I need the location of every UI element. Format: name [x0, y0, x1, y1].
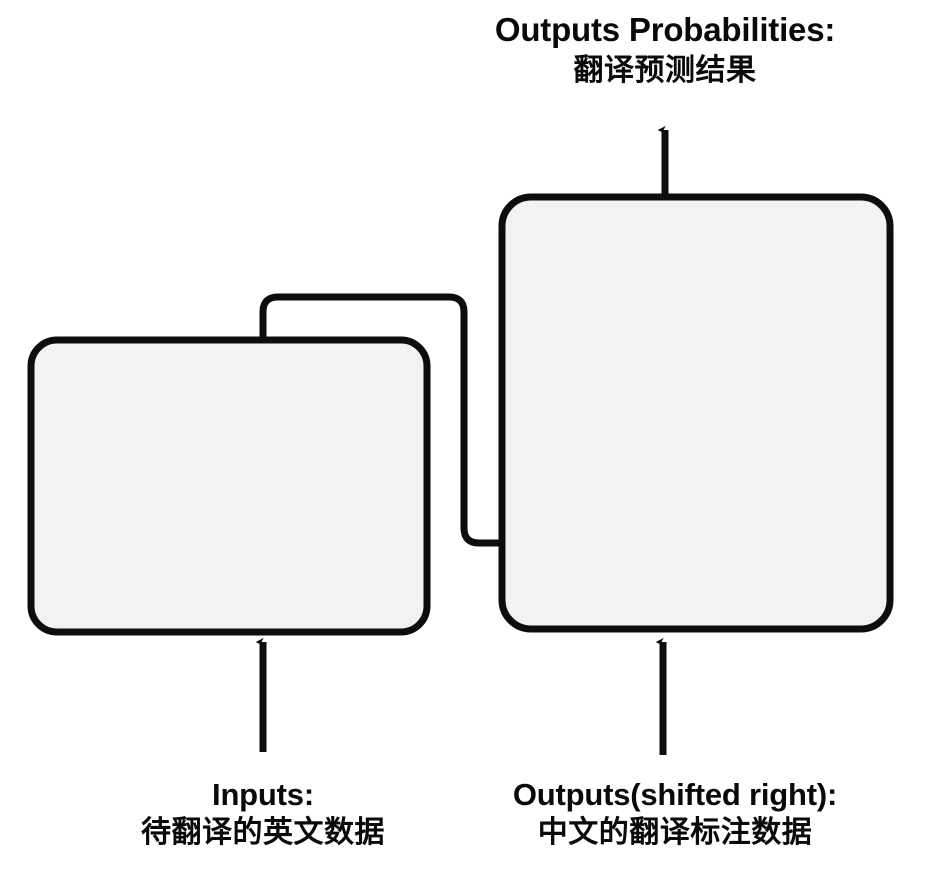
encoder-block[interactable] — [27, 336, 431, 636]
decoder-block[interactable] — [498, 193, 894, 633]
encoder-to-decoder-connector — [259, 293, 504, 547]
